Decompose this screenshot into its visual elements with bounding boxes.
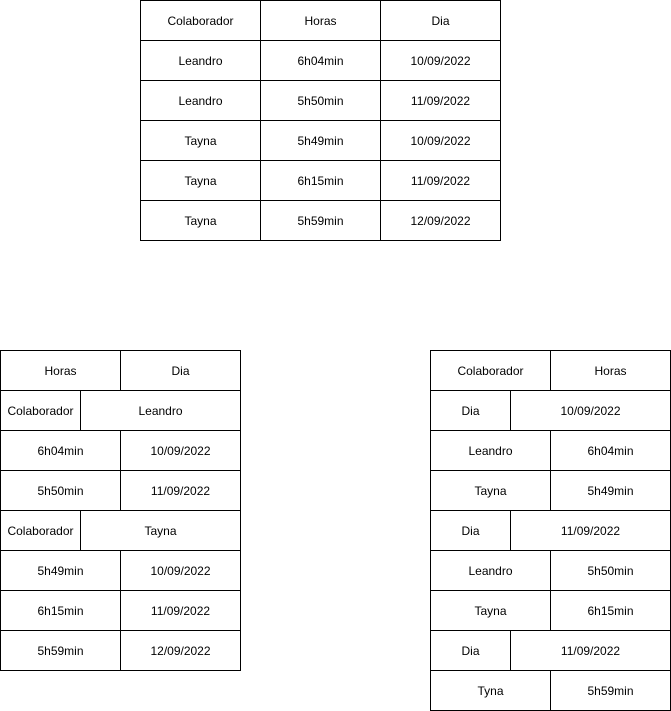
table-cell: 11/09/2022	[120, 590, 241, 631]
table-cell: 10/09/2022	[380, 40, 501, 81]
table-cell: 10/09/2022	[380, 120, 501, 161]
table-cell: 5h50min	[550, 550, 671, 591]
table-cell: 5h59min	[260, 200, 381, 241]
group-label-dia: Dia	[430, 630, 511, 671]
header-colaborador: Colaborador	[140, 0, 261, 41]
table-cell: Leandro	[430, 550, 551, 591]
table-cell: 5h50min	[260, 80, 381, 121]
header-horas: Horas	[260, 0, 381, 41]
table-cell: 5h49min	[260, 120, 381, 161]
group-name: Leandro	[80, 390, 241, 431]
header-colaborador: Colaborador	[430, 350, 551, 391]
table-cell: 5h59min	[550, 670, 671, 711]
table-cell: Leandro	[140, 40, 261, 81]
table-cell: Tayna	[430, 590, 551, 631]
table-cell: 5h49min	[0, 550, 121, 591]
table-cell: 6h04min	[550, 430, 671, 471]
header-dia: Dia	[380, 0, 501, 41]
table-cell: Tyna	[430, 670, 551, 711]
table-cell: Tayna	[140, 200, 261, 241]
table-cell: 11/09/2022	[380, 80, 501, 121]
table-cell: 5h50min	[0, 470, 121, 511]
group-label-colaborador: Colaborador	[0, 510, 81, 551]
group-label-colaborador: Colaborador	[0, 390, 81, 431]
table-cell: Tayna	[430, 470, 551, 511]
header-horas: Horas	[0, 350, 121, 391]
table-cell: 6h04min	[260, 40, 381, 81]
table-cell: 12/09/2022	[380, 200, 501, 241]
group-label-dia: Dia	[430, 390, 511, 431]
table-cell: Leandro	[430, 430, 551, 471]
group-date: 11/09/2022	[510, 510, 671, 551]
table-cell: 10/09/2022	[120, 550, 241, 591]
table-cell: 5h49min	[550, 470, 671, 511]
table-cell: 6h15min	[0, 590, 121, 631]
table-cell: 10/09/2022	[120, 430, 241, 471]
header-dia: Dia	[120, 350, 241, 391]
table-cell: 6h04min	[0, 430, 121, 471]
table-cell: 11/09/2022	[380, 160, 501, 201]
group-date: 10/09/2022	[510, 390, 671, 431]
table-cell: Tayna	[140, 160, 261, 201]
table-cell: 5h59min	[0, 630, 121, 671]
group-date: 11/09/2022	[510, 630, 671, 671]
table-cell: Leandro	[140, 80, 261, 121]
table-cell: 12/09/2022	[120, 630, 241, 671]
group-label-dia: Dia	[430, 510, 511, 551]
table-cell: 6h15min	[260, 160, 381, 201]
group-name: Tayna	[80, 510, 241, 551]
table-cell: 6h15min	[550, 590, 671, 631]
table-cell: Tayna	[140, 120, 261, 161]
header-horas: Horas	[550, 350, 671, 391]
table-cell: 11/09/2022	[120, 470, 241, 511]
